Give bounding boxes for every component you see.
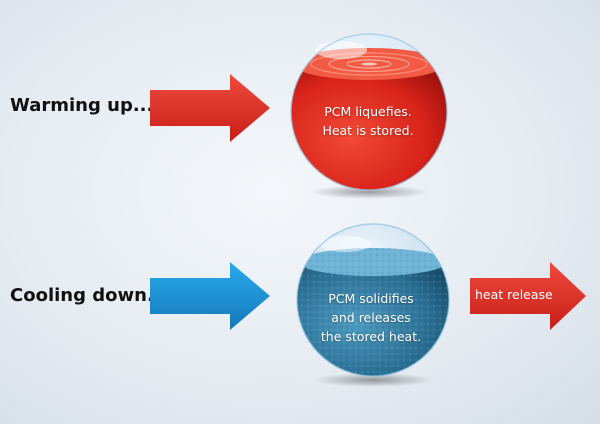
warming-up-label: Warming up... <box>10 95 154 116</box>
hot-caption-line-2: Heat is stored. <box>322 123 414 138</box>
cold-caption-line-1: PCM solidifies <box>328 291 414 306</box>
hot-caption-line-1: PCM liquefies. <box>324 104 412 119</box>
cold-caption-line-2: and releases <box>331 310 411 325</box>
cold-pcm-sphere <box>296 223 450 387</box>
cooling-arrow-icon <box>150 262 270 330</box>
warming-arrow-icon <box>150 74 270 142</box>
heat-release-arrow-icon <box>470 262 586 330</box>
cooling-down-label: Cooling down... <box>10 285 168 306</box>
heat-release-label: heat release <box>475 287 553 302</box>
hot-pcm-sphere <box>290 33 448 199</box>
hot-sphere-caption: PCM liquefies. Heat is stored. <box>300 102 436 140</box>
cold-sphere-caption: PCM solidifies and releases the stored h… <box>288 289 454 346</box>
cold-caption-line-3: the stored heat. <box>320 329 422 344</box>
